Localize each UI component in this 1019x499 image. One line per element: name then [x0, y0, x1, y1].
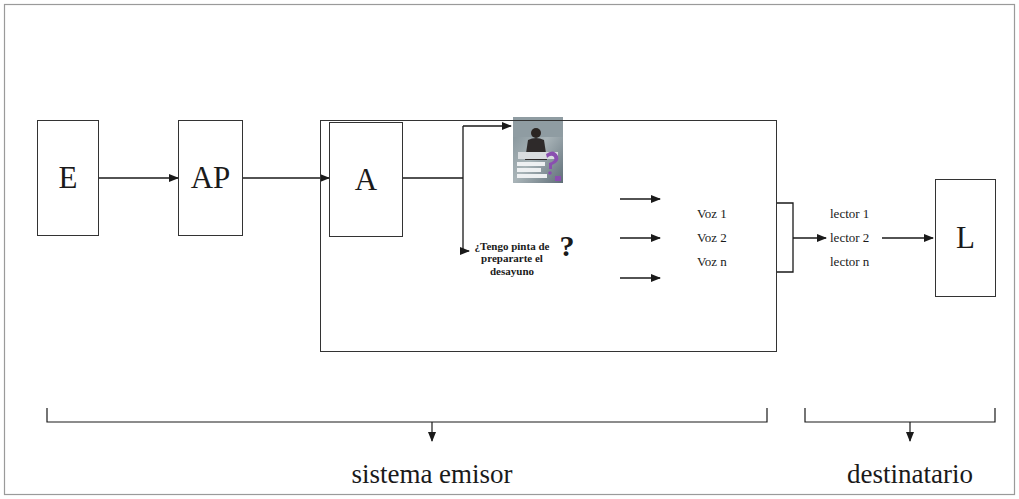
process-box: L	[935, 179, 996, 297]
voice-arrow	[620, 237, 660, 238]
voice-arrow	[620, 277, 660, 278]
question-mark: ?	[560, 229, 575, 263]
reader-label: lector n	[830, 254, 869, 270]
reader-arrow	[793, 237, 826, 238]
voice-arrow	[620, 198, 660, 199]
voice-label: Voz n	[697, 254, 727, 270]
group-bracket-arrow	[431, 422, 432, 441]
process-box: A	[329, 122, 403, 237]
voice-label: Voz 2	[697, 230, 727, 246]
box-letter: E	[59, 160, 78, 196]
box-letter: L	[956, 220, 975, 256]
group-label: destinatario	[847, 459, 973, 490]
reader-label: lector 2	[830, 230, 869, 246]
flow-arrow	[99, 177, 178, 178]
process-box: E	[37, 120, 99, 236]
branch-arrow	[463, 250, 469, 251]
branch-arrow	[463, 125, 511, 126]
square-bracket	[777, 203, 793, 272]
ad-slogan: ¿Tengo pinta de prepararte el desayuno	[471, 240, 553, 277]
group-bracket	[47, 408, 767, 422]
group-bracket-arrow	[909, 422, 910, 441]
reader-arrow	[882, 237, 933, 238]
outer-frame	[5, 5, 1015, 495]
ad-thumbnail	[513, 117, 563, 183]
process-box: AP	[178, 120, 243, 236]
group-label: sistema emisor	[351, 459, 512, 490]
box-letter: A	[355, 162, 377, 198]
voice-label: Voz 1	[697, 206, 727, 222]
group-bracket	[805, 408, 995, 422]
branch-line	[402, 126, 463, 251]
reader-label: lector 1	[830, 206, 869, 222]
box-letter: AP	[191, 160, 231, 196]
flow-arrow	[243, 177, 329, 178]
